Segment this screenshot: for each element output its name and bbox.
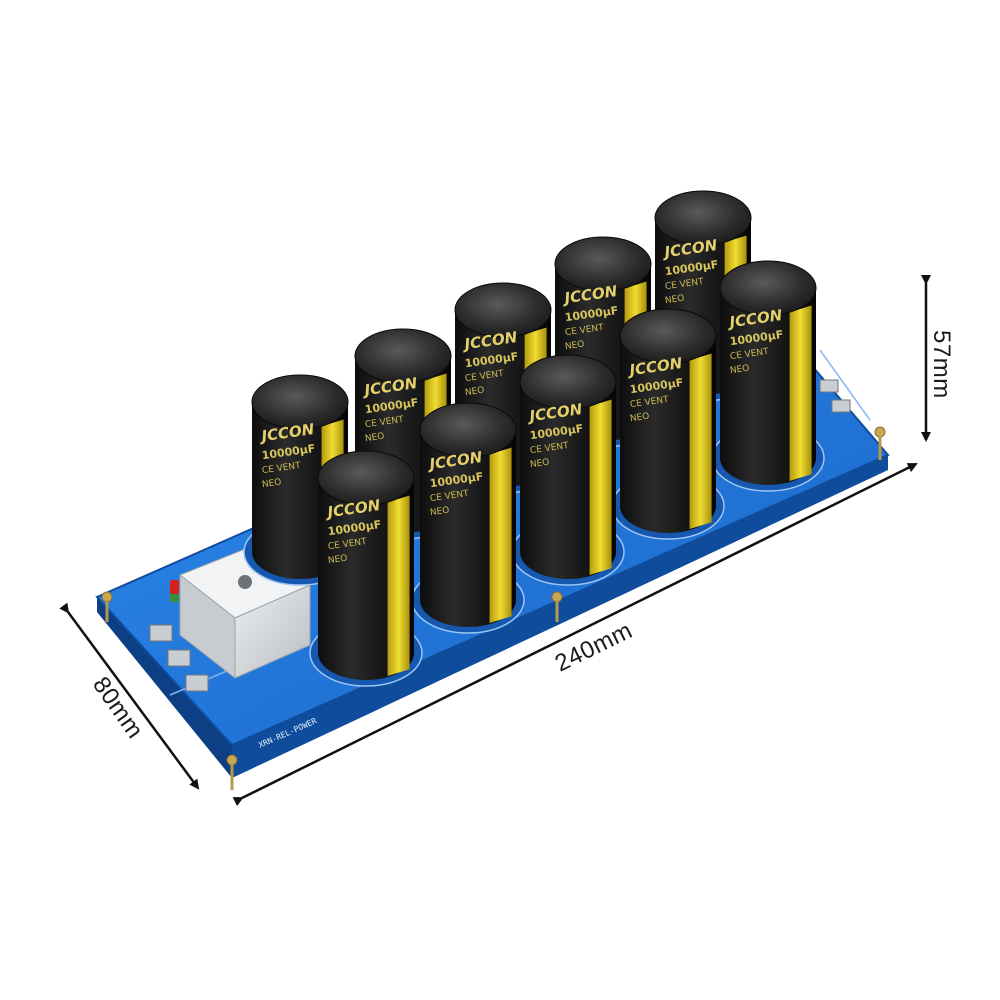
capacitor-top <box>619 308 717 364</box>
mounting-hole <box>226 754 238 766</box>
capacitor-top <box>419 402 517 458</box>
capacitor-top <box>719 260 817 316</box>
capacitor-top <box>554 236 652 292</box>
height-label: 57mm <box>928 330 955 399</box>
width-arrow <box>59 602 200 790</box>
capacitor-polarity-stripe <box>589 399 612 575</box>
capacitor-polarity-stripe <box>489 447 512 623</box>
capacitor-polarity-stripe <box>689 353 712 529</box>
capacitor-line-label: NEO <box>564 340 585 353</box>
capacitor-top <box>654 190 752 246</box>
power-led <box>170 580 179 602</box>
capacitor-top <box>454 282 552 338</box>
length-label: 240mm <box>551 617 637 677</box>
capacitor-top <box>251 374 349 430</box>
capacitor-polarity-stripe <box>789 305 812 481</box>
rectifier-mount-hole <box>238 575 252 589</box>
output-terminals <box>819 379 851 413</box>
capacitor-top <box>519 354 617 410</box>
silkscreen-line <box>819 349 871 421</box>
capacitor-polarity-stripe <box>387 495 410 676</box>
capacitor-line-label: NEO <box>729 364 750 377</box>
capacitor-line-label: NEO <box>464 386 485 399</box>
capacitor-line-label: NEO <box>629 412 650 425</box>
mounting-hole <box>874 426 886 438</box>
length-arrow <box>232 462 918 807</box>
capacitor-top <box>354 328 452 384</box>
capacitor-line-label: NEO <box>664 294 685 307</box>
capacitor-line-label: NEO <box>364 432 385 445</box>
